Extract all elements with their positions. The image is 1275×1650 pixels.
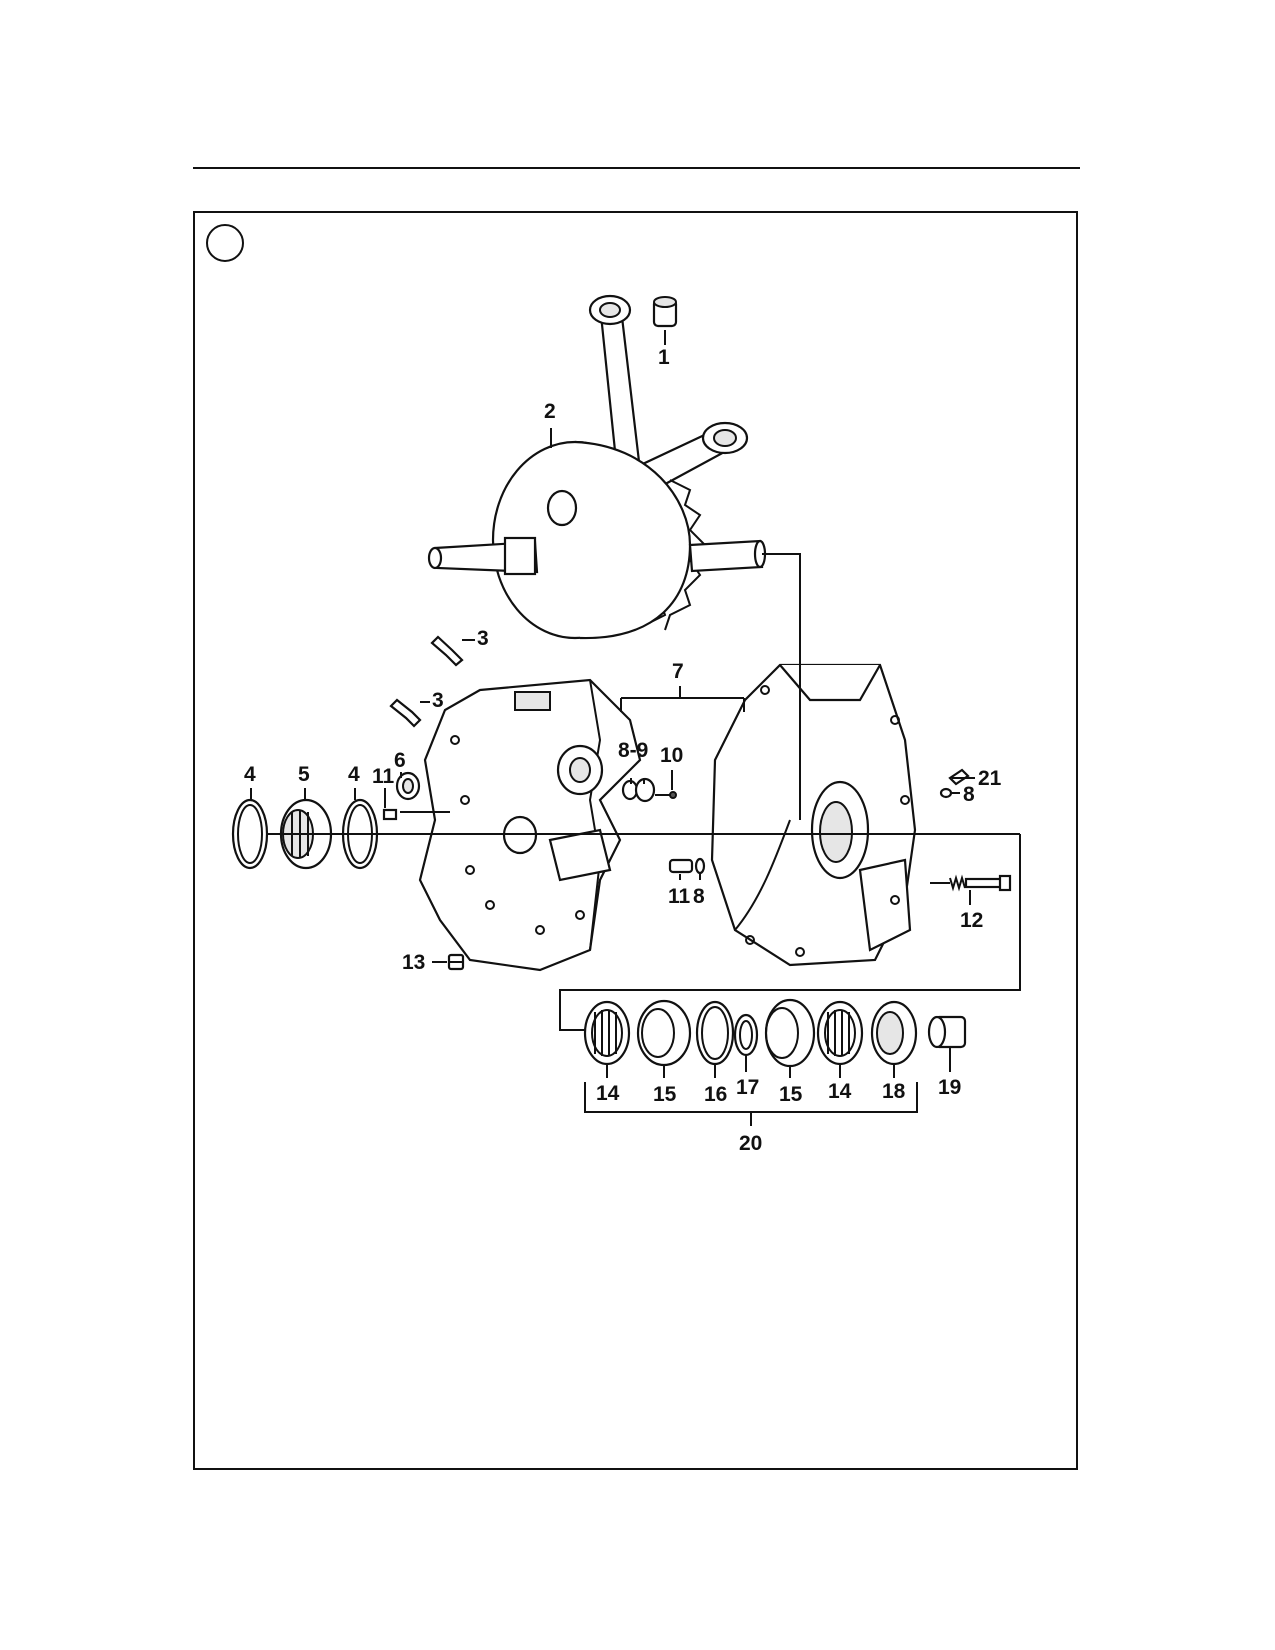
callout-8-right: 8 <box>963 783 975 806</box>
callout-3-upper: 3 <box>477 627 489 650</box>
callout-20: 20 <box>739 1132 762 1155</box>
part-oring-8-right <box>939 787 953 799</box>
part-dowel-11-right <box>668 858 694 874</box>
callout-13: 13 <box>402 951 425 974</box>
part-plug-13 <box>447 953 465 971</box>
callout-10: 10 <box>660 744 683 767</box>
callout-11-right: 11 <box>668 885 691 908</box>
callout-1: 1 <box>658 346 670 369</box>
callout-15-left: 15 <box>653 1083 677 1106</box>
callout-8-9: 8-9 <box>618 739 648 762</box>
part-flywheel-assembly-2 <box>427 294 767 640</box>
header-rule <box>193 167 1080 169</box>
part-roller-bearing-14-left <box>583 1000 631 1066</box>
callout-6: 6 <box>394 749 406 772</box>
part-thrust-washer-17 <box>733 1013 759 1057</box>
callout-4-left: 4 <box>244 763 256 786</box>
callout-12: 12 <box>960 909 983 932</box>
callout-16: 16 <box>704 1083 727 1106</box>
leader-lines <box>250 330 1021 1126</box>
part-bushing-1 <box>652 296 678 328</box>
callout-17: 17 <box>736 1076 759 1099</box>
part-bushing-6 <box>395 771 421 801</box>
part-right-crankcase-7 <box>710 663 917 967</box>
callout-2: 2 <box>544 400 556 423</box>
callout-19: 19 <box>938 1076 961 1099</box>
callout-5: 5 <box>298 763 310 786</box>
callout-18: 18 <box>882 1080 906 1103</box>
part-screw-10 <box>655 791 677 799</box>
part-breather-assembly-8-9 <box>621 777 656 803</box>
callout-14-right: 14 <box>828 1080 852 1103</box>
part-left-crankcase-7 <box>418 678 642 972</box>
part-spacer-19 <box>927 1015 967 1049</box>
part-retaining-ring-4-left <box>231 798 269 870</box>
part-studs-3 <box>389 635 464 728</box>
part-roller-bearing-14-right <box>816 1000 864 1066</box>
part-dowel-11-left <box>382 808 398 821</box>
part-bearing-18 <box>870 1000 918 1066</box>
callout-3-lower: 3 <box>432 689 444 712</box>
part-bearing-race-15-right <box>764 998 816 1068</box>
part-oring-8-lower <box>694 857 706 875</box>
diagram-frame <box>193 211 1078 1470</box>
callout-7: 7 <box>672 660 684 683</box>
figure-marker-circle <box>206 224 244 262</box>
callout-14-left: 14 <box>596 1082 620 1105</box>
callout-15-right: 15 <box>779 1083 803 1106</box>
callout-4-right: 4 <box>348 763 360 786</box>
callout-labels: 1 2 3 3 4 5 4 6 11 7 8-9 10 21 8 11 8 12… <box>244 346 1002 1155</box>
callout-8-lower: 8 <box>693 885 705 908</box>
callout-11-left: 11 <box>372 765 395 788</box>
part-retaining-ring-16 <box>695 1000 735 1066</box>
callout-21: 21 <box>978 767 1002 790</box>
part-stud-12 <box>930 874 1012 892</box>
part-bearing-race-15-left <box>636 999 692 1067</box>
